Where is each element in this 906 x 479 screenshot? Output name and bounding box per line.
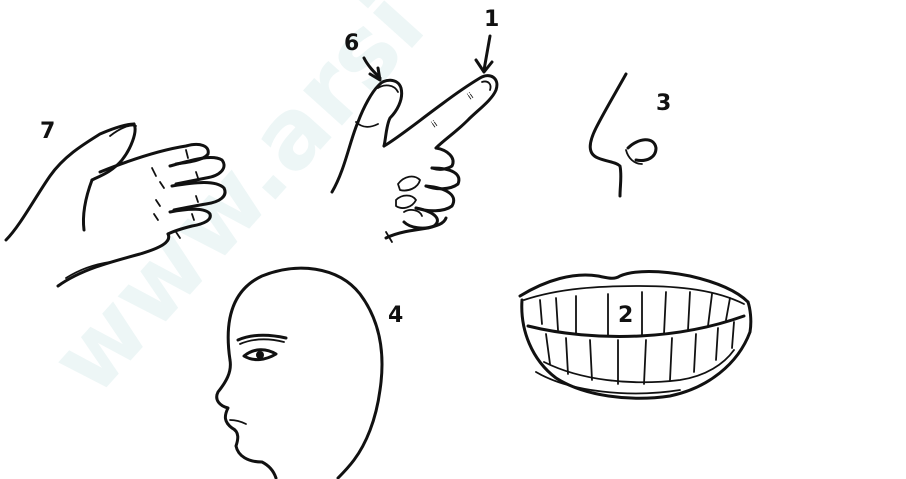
- index-fingernail: [482, 81, 491, 90]
- folded-fingertip-1: [398, 177, 420, 191]
- face-profile: [217, 360, 276, 478]
- index-knuckle-upper: ii: [466, 91, 476, 102]
- folded-fingertip-2: [396, 196, 416, 209]
- curled-finger-1: [432, 148, 453, 169]
- thumb-base: [83, 180, 92, 230]
- nose: 3: [590, 74, 671, 196]
- bite-line: [528, 316, 744, 337]
- head-outline: [228, 268, 382, 478]
- nostril-wing: [628, 140, 656, 161]
- teeth: 2: [520, 272, 751, 399]
- nose-outline: [590, 74, 626, 196]
- lower-gum: [544, 350, 734, 382]
- label-3: 3: [656, 91, 671, 116]
- label-6: 6: [344, 31, 359, 56]
- hand-upper-wrist: [6, 124, 134, 240]
- eyebrow-shade: [240, 339, 284, 344]
- label-2: 2: [618, 303, 633, 328]
- label-7: 7: [40, 119, 55, 144]
- head: 4: [217, 268, 404, 478]
- watermark: www.arsi: [29, 0, 446, 415]
- label-4: 4: [388, 303, 403, 328]
- label-1: 1: [484, 7, 499, 32]
- lower-teeth: [546, 322, 734, 384]
- index-knuckle-lower: ii: [430, 119, 440, 130]
- eye-pupil: [256, 351, 264, 359]
- lips: [230, 420, 246, 424]
- folded-fingertip-3: [404, 210, 422, 216]
